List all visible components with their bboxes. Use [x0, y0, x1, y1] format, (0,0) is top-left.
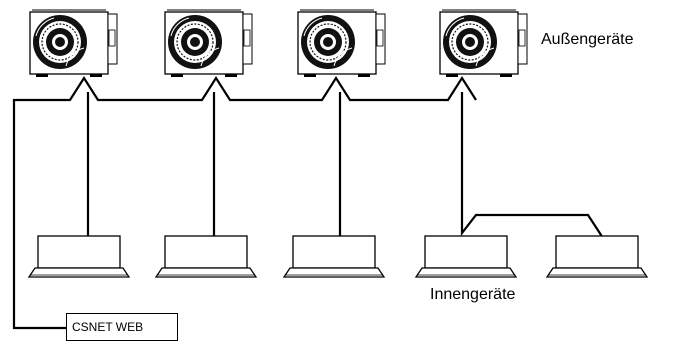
connection-line-4	[460, 92, 604, 239]
wiring-lines	[12, 75, 604, 330]
ceiling-cassette-icon	[282, 235, 386, 278]
outdoor-unit	[297, 9, 386, 77]
csnet-web-controller: CSNET WEB	[66, 313, 178, 341]
ceiling-cassette-icon	[414, 235, 518, 278]
fan-icon	[168, 15, 222, 69]
fan-icon	[443, 15, 497, 69]
ceiling-cassette-icon	[545, 235, 649, 278]
controller-label: CSNET WEB	[72, 320, 144, 334]
fan-icon	[33, 15, 87, 69]
bus-line-controller	[12, 75, 477, 330]
outdoor-units-label: Außengeräte	[541, 31, 634, 48]
outdoor-unit	[439, 9, 528, 77]
outdoor-unit	[29, 9, 118, 77]
ceiling-cassette-icon	[27, 235, 131, 278]
ceiling-cassette-icon	[154, 235, 258, 278]
outdoor-unit	[164, 9, 253, 77]
indoor-units-label: Innengeräte	[430, 286, 516, 303]
fan-icon	[301, 15, 355, 69]
